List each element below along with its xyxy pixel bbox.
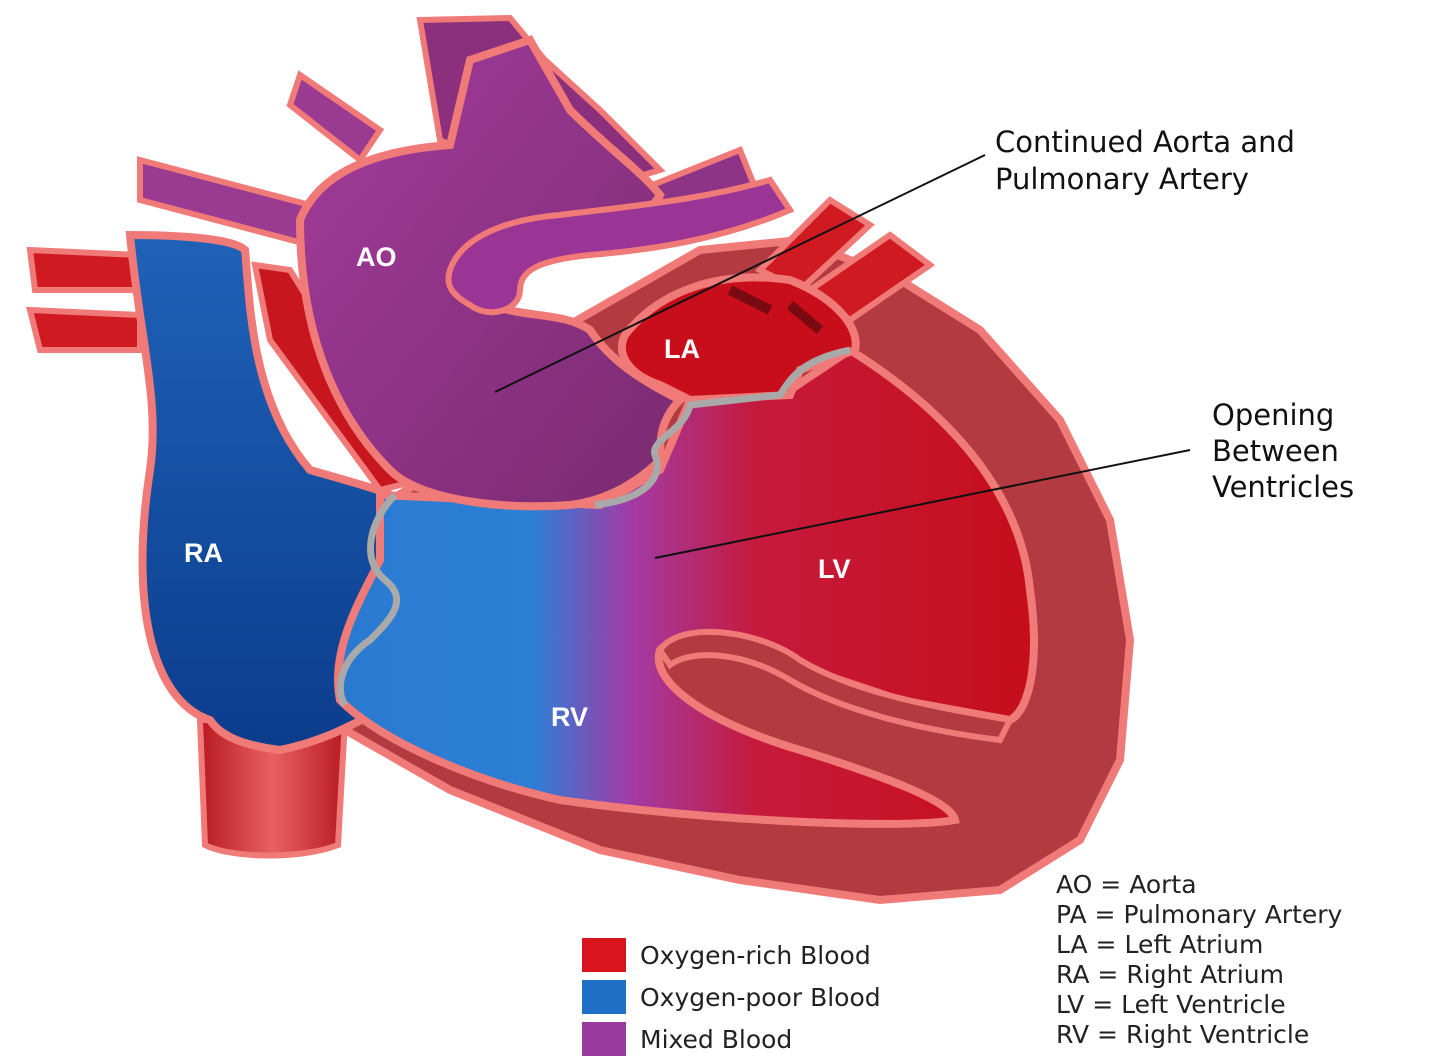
abbr-meaning: Pulmonary Artery bbox=[1123, 900, 1342, 929]
callout-opening-line2: Between bbox=[1212, 434, 1339, 468]
legend-swatch bbox=[582, 980, 626, 1014]
label-pa: PA bbox=[551, 263, 587, 293]
abbr-meaning: Right Ventricle bbox=[1126, 1020, 1309, 1049]
abbr-term: LA bbox=[1056, 930, 1088, 959]
abbr-term: PA bbox=[1056, 900, 1087, 929]
label-ra: RA bbox=[184, 538, 223, 568]
abbr-meaning: Aorta bbox=[1129, 870, 1196, 899]
abbr-term: LV bbox=[1056, 990, 1084, 1019]
abbreviation-row: AO = Aorta bbox=[1056, 870, 1342, 900]
legend-item-mixed: Mixed Blood bbox=[582, 1018, 881, 1060]
abbreviation-key: AO = Aorta PA = Pulmonary Artery LA = Le… bbox=[1056, 870, 1342, 1050]
abbr-meaning: Left Ventricle bbox=[1121, 990, 1285, 1019]
legend-item-oxygen-rich: Oxygen-rich Blood bbox=[582, 934, 881, 976]
abbreviation-row: LV = Left Ventricle bbox=[1056, 990, 1342, 1020]
abbr-term: RV bbox=[1056, 1020, 1089, 1049]
callout-opening-line3: Ventricles bbox=[1212, 470, 1354, 504]
callout-continued-line2: Pulmonary Artery bbox=[995, 162, 1249, 196]
abbreviation-row: PA = Pulmonary Artery bbox=[1056, 900, 1342, 930]
blood-legend: Oxygen-rich Blood Oxygen-poor Blood Mixe… bbox=[582, 934, 881, 1060]
branch-artery-top-left bbox=[290, 75, 380, 160]
abbr-term: AO bbox=[1056, 870, 1092, 899]
label-rv: RV bbox=[551, 702, 588, 732]
pulmonary-vein-lower-left bbox=[30, 310, 140, 350]
legend-label: Mixed Blood bbox=[640, 1025, 792, 1054]
abbreviation-row: RA = Right Atrium bbox=[1056, 960, 1342, 990]
pulmonary-vein-upper-left bbox=[30, 250, 140, 290]
abbr-term: RA bbox=[1056, 960, 1089, 989]
abbr-meaning: Right Atrium bbox=[1126, 960, 1284, 989]
legend-label: Oxygen-rich Blood bbox=[640, 941, 871, 970]
label-la: LA bbox=[664, 334, 700, 364]
callout-opening-line1: Opening bbox=[1212, 398, 1334, 432]
label-lv: LV bbox=[818, 554, 851, 584]
label-ao: AO bbox=[356, 242, 397, 272]
legend-label: Oxygen-poor Blood bbox=[640, 983, 881, 1012]
abbreviation-row: LA = Left Atrium bbox=[1056, 930, 1342, 960]
legend-swatch bbox=[582, 938, 626, 972]
abbr-meaning: Left Atrium bbox=[1124, 930, 1263, 959]
legend-swatch bbox=[582, 1022, 626, 1056]
callout-continued-line1: Continued Aorta and bbox=[995, 125, 1295, 159]
legend-item-oxygen-poor: Oxygen-poor Blood bbox=[582, 976, 881, 1018]
abbreviation-row: RV = Right Ventricle bbox=[1056, 1020, 1342, 1050]
